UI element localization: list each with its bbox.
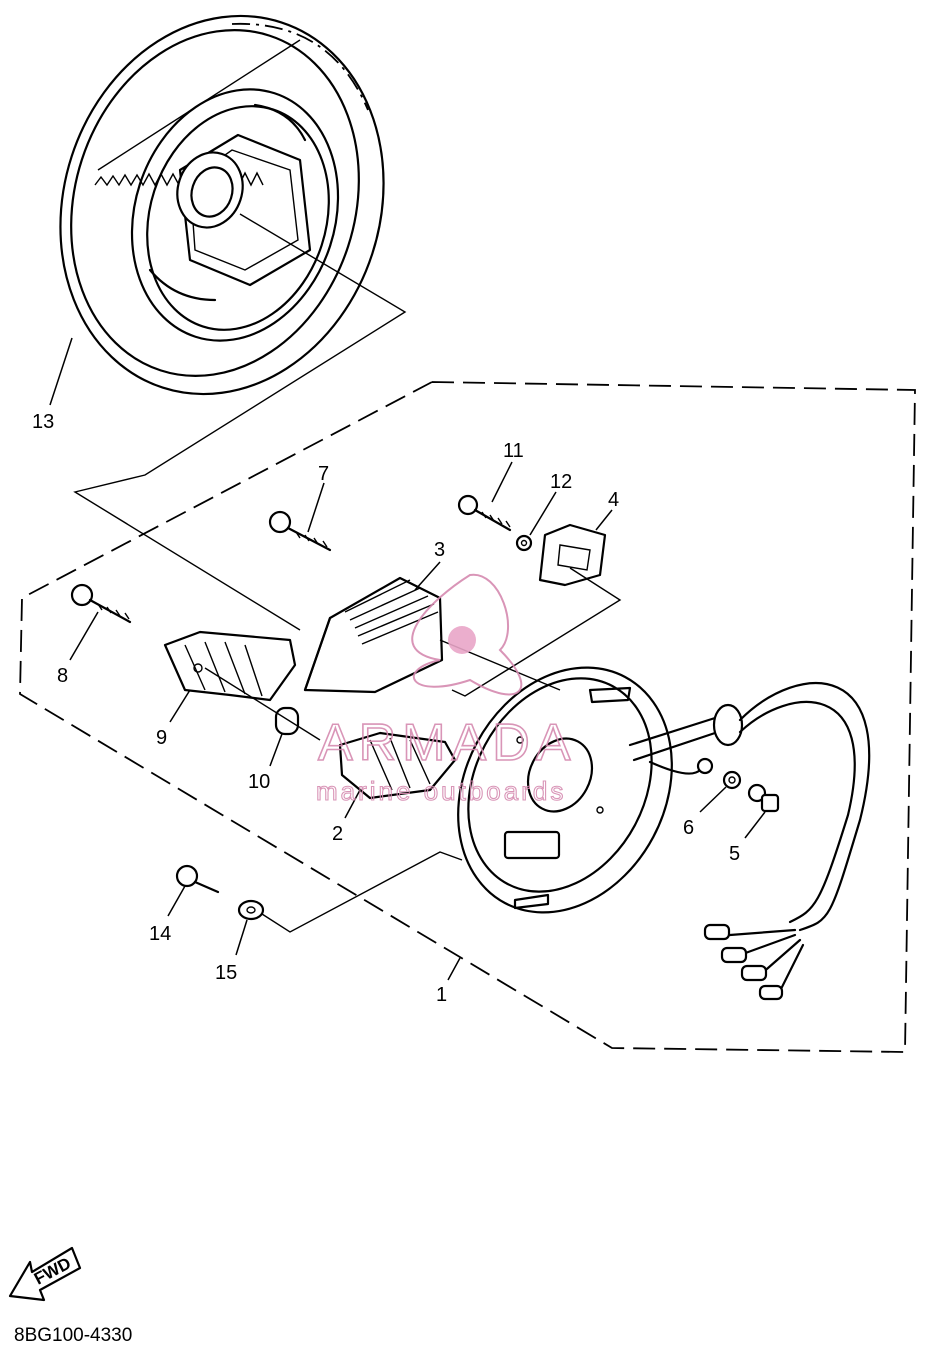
callout-15: 15 [215, 919, 248, 984]
callout-11: 11 [491, 440, 524, 503]
callout-6: 6 [683, 786, 727, 839]
callout-8: 8 [57, 611, 99, 687]
assembly-boundary [19, 381, 916, 1053]
svg-text:7: 7 [318, 463, 329, 485]
svg-text:11: 11 [503, 440, 524, 462]
svg-text:5: 5 [729, 843, 740, 865]
svg-text:8: 8 [57, 665, 68, 687]
coil-9 [163, 630, 297, 702]
svg-text:14: 14 [149, 923, 171, 945]
callout-9: 9 [156, 689, 191, 749]
guide-line-washer-15 [261, 851, 463, 933]
svg-text:2: 2 [332, 823, 343, 845]
svg-text:13: 13 [32, 411, 54, 433]
callout-7: 7 [307, 463, 329, 533]
bolt-7 [268, 510, 332, 552]
callout-14: 14 [149, 885, 186, 945]
svg-text:15: 15 [215, 962, 237, 984]
flywheel [59, 14, 385, 396]
svg-text:4: 4 [608, 489, 619, 511]
coil-3 [303, 576, 444, 694]
armada-watermark: ARMADA marine outboards [315, 573, 576, 807]
guide-line-coil-9 [204, 667, 321, 741]
callout-3: 3 [414, 539, 445, 591]
svg-text:ARMADA: ARMADA [318, 714, 576, 772]
collar-10 [274, 706, 300, 736]
guide-line-pulser [451, 567, 622, 697]
svg-text:1: 1 [436, 984, 447, 1006]
callout-12: 12 [529, 471, 572, 536]
svg-text:12: 12 [550, 471, 572, 493]
guide-line-flywheel [73, 213, 407, 631]
callout-4: 4 [595, 489, 619, 531]
svg-text:6: 6 [683, 817, 694, 839]
screw-5 [747, 783, 780, 813]
bolt-11 [457, 494, 512, 532]
bolt-14 [175, 864, 220, 894]
callout-5: 5 [729, 811, 766, 865]
callout-13: 13 [32, 337, 73, 433]
washer-6 [722, 770, 742, 790]
part-code: 8BG100-4330 [14, 1325, 132, 1346]
washer-12 [515, 534, 533, 552]
svg-text:9: 9 [156, 727, 167, 749]
pulser-coil-4 [538, 523, 607, 587]
fwd-arrow-icon: FWD [8, 1246, 82, 1302]
svg-text:3: 3 [434, 539, 445, 561]
callout-2: 2 [332, 789, 361, 845]
svg-text:marine outboards: marine outboards [316, 776, 566, 806]
callout-10: 10 [248, 733, 283, 793]
washer-15 [237, 899, 265, 921]
svg-text:10: 10 [248, 771, 270, 793]
bolt-8 [70, 583, 132, 624]
wire-harness [628, 682, 871, 1001]
callout-1: 1 [436, 957, 461, 1006]
coil-2 [338, 731, 457, 800]
base-plate [457, 666, 673, 914]
